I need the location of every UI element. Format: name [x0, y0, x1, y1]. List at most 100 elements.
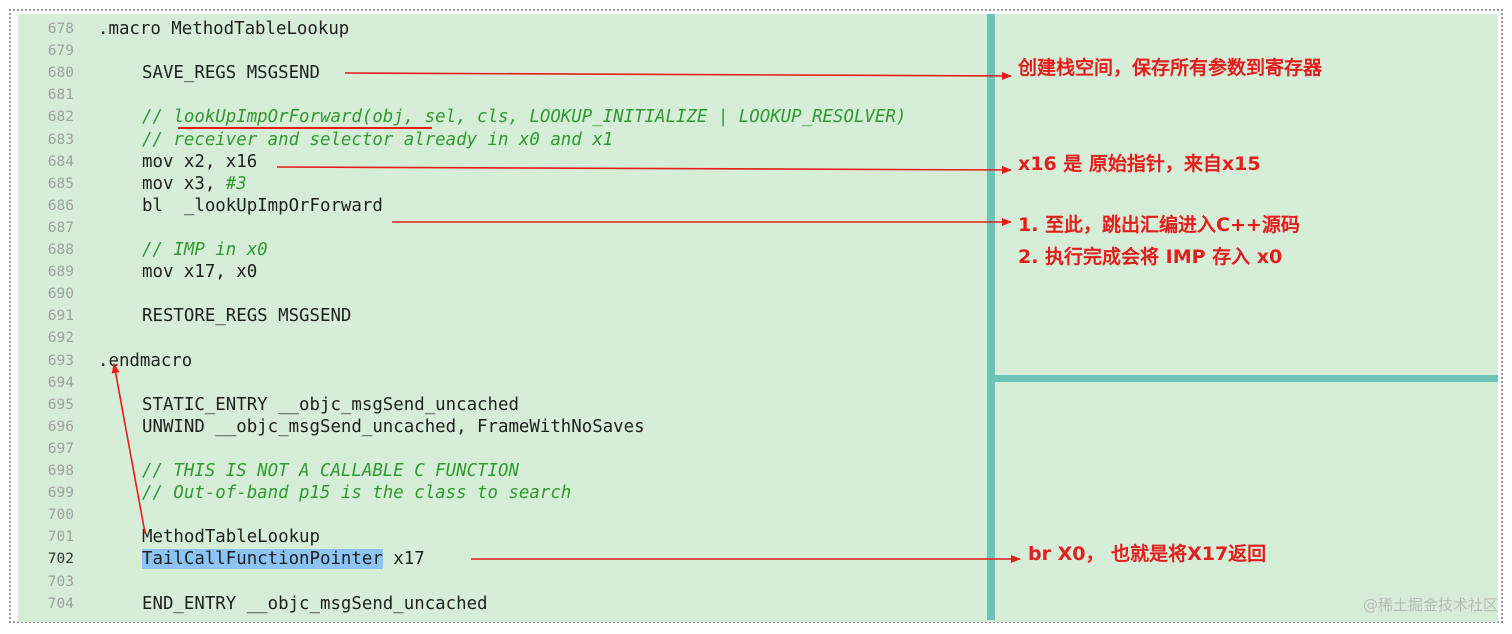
line-number: 683 — [47, 131, 74, 148]
code-line[interactable]: 683 // receiver and selector already in x… — [18, 129, 988, 151]
code-line[interactable]: 693 .endmacro — [18, 350, 988, 372]
code-line[interactable]: 688 // IMP in x0 — [18, 239, 988, 261]
line-number: 686 — [47, 197, 74, 214]
code-line[interactable]: 680 SAVE_REGS MSGSEND — [18, 62, 988, 84]
line-number: 680 — [47, 65, 74, 82]
line-number: 691 — [47, 308, 74, 325]
arrow-save-regs — [344, 71, 1012, 80]
code-line[interactable]: 695 STATIC_ENTRY __objc_msgSend_uncached — [18, 394, 988, 416]
code-line[interactable]: 681 — [18, 84, 988, 106]
code-line[interactable]: 678 .macro MethodTableLookup — [18, 18, 988, 40]
line-number: 692 — [47, 330, 74, 347]
code-line[interactable]: 698 // THIS IS NOT A CALLABLE C FUNCTION — [18, 460, 988, 482]
code-line[interactable]: 696 UNWIND __objc_msgSend_uncached, Frame… — [18, 416, 988, 438]
code-token: // lookUpImpOrForward(obj, sel, cls, LOO… — [142, 107, 907, 128]
code-token: STATIC_ENTRY __objc_msgSend_uncached — [142, 394, 519, 415]
line-number: 685 — [47, 175, 74, 192]
line-number: 695 — [47, 396, 74, 413]
line-number: 702 — [47, 551, 74, 568]
code-line[interactable]: 682 // lookUpImpOrForward(obj, sel, cls, … — [18, 106, 988, 128]
code-line[interactable]: 704 END_ENTRY __objc_msgSend_uncached — [18, 593, 988, 615]
code-text: mov x2, x16 — [142, 151, 257, 173]
code-comment: // Out-of-band p15 is the class to searc… — [142, 482, 571, 504]
line-number: 681 — [47, 87, 74, 104]
code-comment: // THIS IS NOT A CALLABLE C FUNCTION — [142, 460, 519, 482]
code-text: bl _lookUpImpOrForward — [142, 195, 383, 217]
annotation-step-2: 2. 执行完成会将 IMP 存入 x0 — [1018, 246, 1283, 268]
code-line[interactable]: 697 — [18, 438, 988, 460]
code-line[interactable]: 684 mov x2, x16 — [18, 151, 988, 173]
dotted-frame — [9, 9, 1503, 623]
code-token: // Out-of-band p15 is the class to searc… — [142, 483, 572, 504]
vertical-divider — [987, 14, 995, 620]
code-token: MethodTableLookup — [142, 527, 320, 548]
annotation-x16: x16 是 原始指针，来自x15 — [1018, 153, 1261, 175]
watermark: @稀土掘金技术社区 — [1362, 596, 1498, 614]
code-text: .macro MethodTableLookup — [98, 18, 349, 40]
annotation-step-1: 1. 至此，跳出汇编进入C++源码 — [1018, 214, 1300, 236]
code-text: RESTORE_REGS MSGSEND — [142, 305, 351, 327]
code-token: bl _lookUpImpOrForward — [142, 195, 383, 216]
code-comment: // lookUpImpOrForward(obj, sel, cls, LOO… — [142, 106, 906, 128]
code-editor[interactable]: 678 .macro MethodTableLookup 679 680 SAVE_RE… — [18, 14, 1498, 622]
code-token: END_ENTRY __objc_msgSend_uncached — [142, 593, 488, 614]
code-line[interactable]: 689 mov x17, x0 — [18, 261, 988, 283]
line-number: 678 — [47, 21, 74, 37]
line-number: 699 — [47, 485, 74, 502]
code-text: STATIC_ENTRY __objc_msgSend_uncached — [142, 394, 519, 416]
code-line[interactable]: 692 — [18, 327, 988, 349]
code-text: mov x3, #3 — [142, 173, 247, 195]
code-line[interactable]: 685 mov x3, #3 — [18, 173, 988, 195]
line-number: 704 — [47, 595, 74, 612]
line-number: 687 — [47, 219, 74, 236]
line-number: 703 — [47, 573, 74, 590]
code-text: TailCallFunctionPointer x17 — [142, 548, 425, 570]
line-number: 690 — [47, 286, 74, 303]
code-line[interactable]: 687 — [18, 217, 988, 239]
code-line[interactable]: 700 — [18, 504, 988, 526]
code-line[interactable]: 703 — [18, 571, 988, 593]
line-number: 698 — [47, 463, 74, 479]
code-text: END_ENTRY __objc_msgSend_uncached — [142, 593, 488, 615]
annotation-save-regs: 创建栈空间，保存所有参数到寄存器 — [1018, 57, 1323, 79]
code-line[interactable]: 694 — [18, 372, 988, 394]
arrow-endmacro — [111, 363, 146, 534]
annotation-br: br X0， 也就是将X17返回 — [1028, 543, 1267, 565]
line-number: 694 — [47, 374, 74, 391]
code-line[interactable]: 686 bl _lookUpImpOrForward — [18, 195, 988, 217]
line-number: 696 — [47, 418, 74, 435]
line-number: 697 — [47, 440, 74, 457]
code-token: .macro MethodTableLookup — [98, 19, 350, 39]
code-line[interactable]: 699 // Out-of-band p15 is the class to se… — [18, 482, 988, 504]
code-text: MethodTableLookup — [142, 526, 320, 548]
code-line[interactable]: 690 — [18, 283, 988, 305]
line-number: 684 — [47, 153, 74, 170]
code-token: UNWIND __objc_msgSend_uncached, FrameWit… — [142, 416, 645, 437]
line-number: 688 — [47, 242, 74, 258]
line-number: 700 — [47, 507, 74, 524]
code-token: // IMP in x0 — [142, 240, 268, 260]
code-token: mov x17, x0 — [142, 262, 258, 283]
code-text: UNWIND __objc_msgSend_uncached, FrameWit… — [142, 416, 645, 438]
code-text: SAVE_REGS MSGSEND — [142, 62, 320, 84]
arrow-x16 — [276, 165, 1012, 174]
line-number: 693 — [47, 352, 74, 369]
code-token: mov x3, — [142, 173, 226, 194]
code-text: .endmacro — [98, 350, 192, 372]
selected-token[interactable]: TailCallFunctionPointer — [142, 549, 383, 570]
line-number: 689 — [47, 264, 74, 281]
code-line[interactable]: 679 — [18, 40, 988, 62]
code-text: mov x17, x0 — [142, 261, 257, 283]
line-number: 679 — [47, 43, 74, 60]
code-token: x17 — [382, 549, 425, 570]
code-line[interactable]: 702 TailCallFunctionPointer x17 — [18, 548, 988, 570]
line-number: 682 — [47, 109, 74, 126]
code-comment: // receiver and selector already in x0 a… — [142, 129, 613, 151]
code-token: RESTORE_REGS MSGSEND — [142, 306, 352, 327]
code-token: // receiver and selector already in x0 a… — [142, 129, 614, 150]
horizontal-divider — [991, 375, 1498, 382]
code-line[interactable]: 691 RESTORE_REGS MSGSEND — [18, 305, 988, 327]
